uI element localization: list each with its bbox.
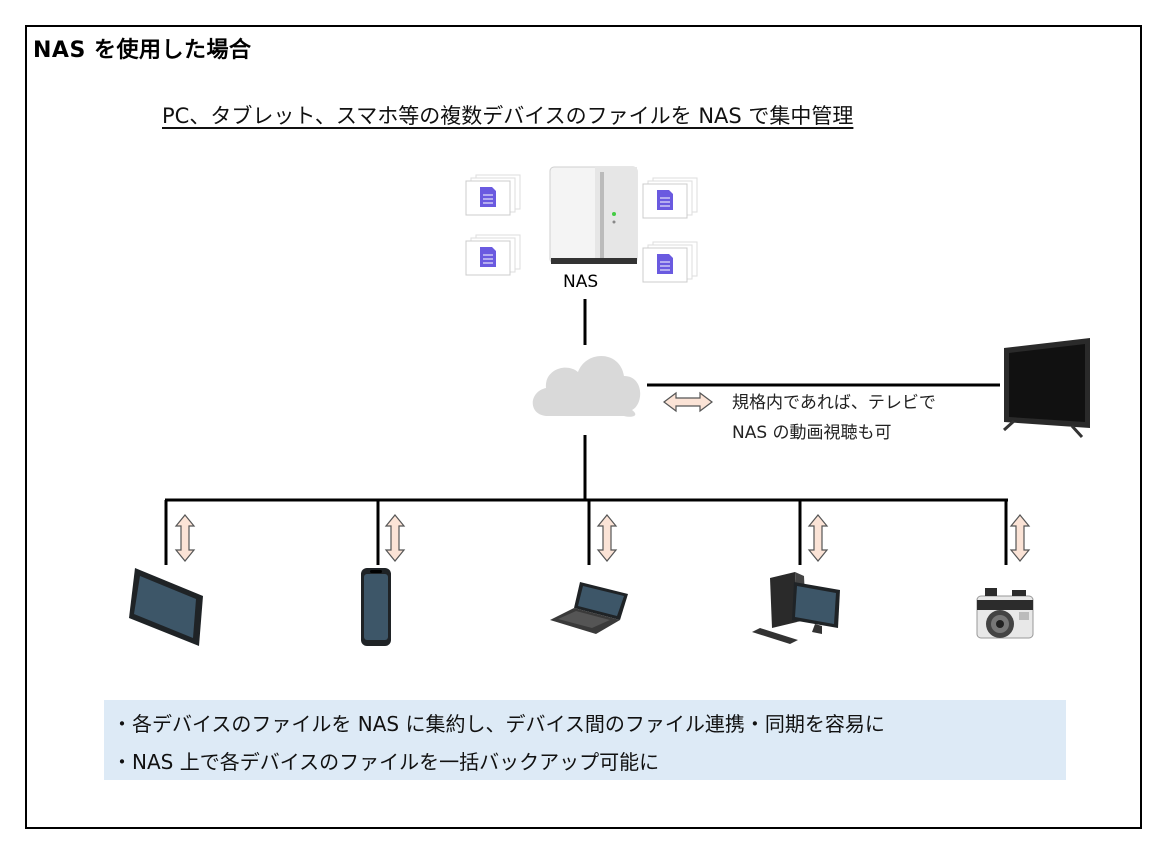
diagram-title: NAS を使用した場合	[33, 38, 252, 63]
benefit-note: ・NAS 上で各デバイスのファイルを一括バックアップ可能に	[112, 750, 660, 774]
sync-arrow-icon	[175, 514, 195, 562]
file-stack-icon	[642, 241, 698, 283]
file-stack-icon	[465, 174, 521, 216]
file-stack-icon	[465, 234, 521, 276]
file-stack-icon	[642, 177, 698, 219]
sync-arrow-icon	[597, 514, 617, 562]
smartphone-icon	[361, 568, 391, 646]
desktop-pc-icon	[752, 572, 840, 644]
tablet-icon	[129, 568, 203, 646]
tv-caption: 規格内であれば、テレビで NAS の動画視聴も可	[732, 388, 936, 448]
nas-device-icon	[549, 166, 638, 264]
tv-double-arrow-icon	[663, 391, 713, 413]
sync-arrow-icon	[385, 514, 405, 562]
laptop-icon	[550, 582, 628, 634]
camera-icon	[976, 588, 1034, 639]
diagram-subtitle: PC、タブレット、スマホ等の複数デバイスのファイルを NAS で集中管理	[162, 104, 854, 128]
sync-arrow-icon	[1010, 514, 1030, 562]
diagram-frame	[25, 25, 1142, 829]
cloud-icon	[532, 355, 641, 417]
tv-caption-line: NAS の動画視聴も可	[732, 423, 892, 443]
tv-icon	[1002, 338, 1090, 439]
tv-caption-line: 規格内であれば、テレビで	[732, 393, 936, 413]
nas-label: NAS	[563, 272, 599, 292]
benefit-note: ・各デバイスのファイルを NAS に集約し、デバイス間のファイル連携・同期を容易…	[112, 712, 885, 736]
sync-arrow-icon	[808, 514, 828, 562]
benefits-note-box: ・各デバイスのファイルを NAS に集約し、デバイス間のファイル連携・同期を容易…	[104, 700, 1066, 780]
